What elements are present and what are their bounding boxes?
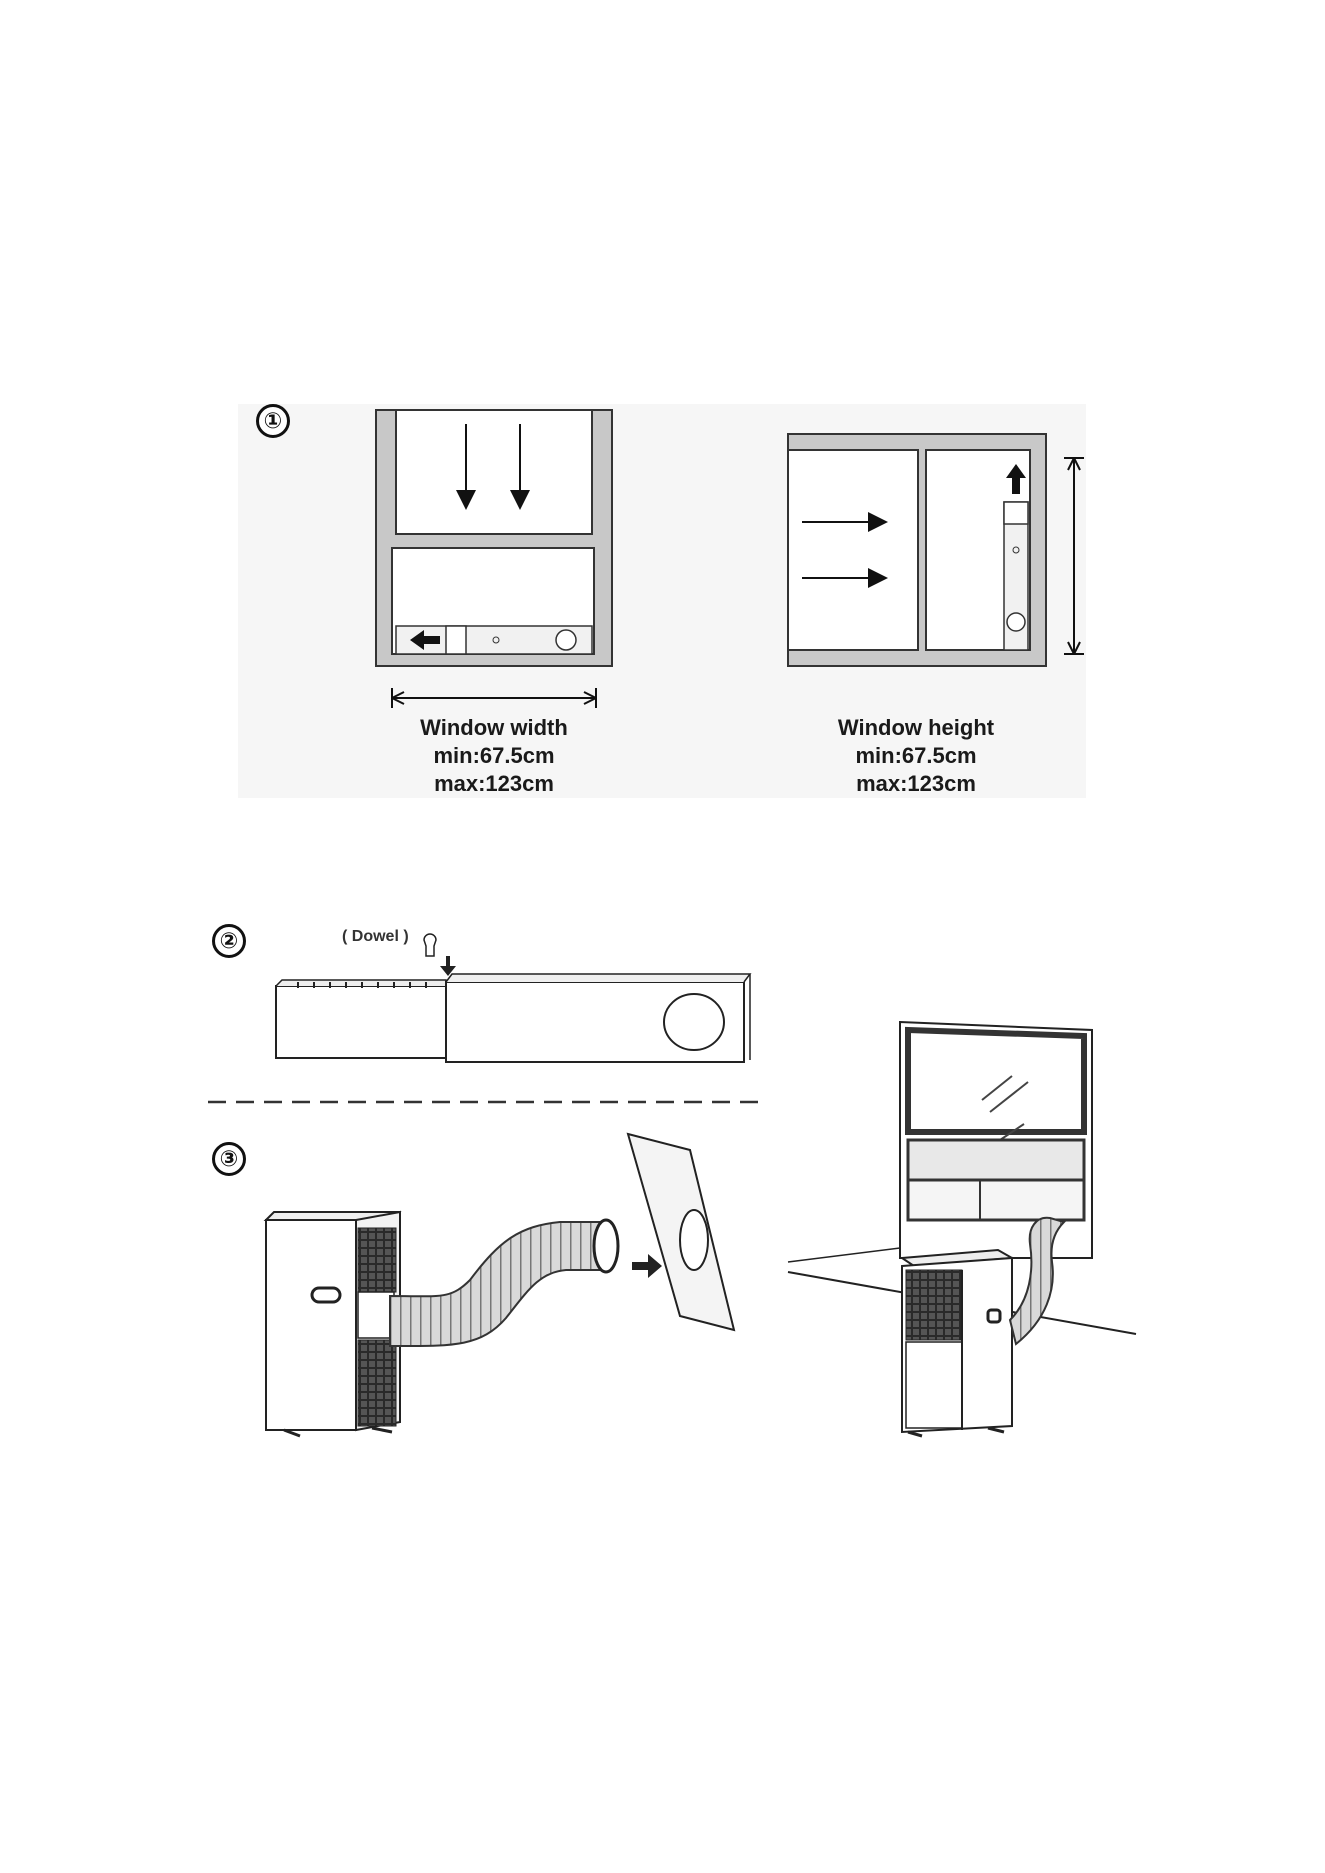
exhaust-hose-left	[390, 1220, 662, 1346]
window-panel-piece	[628, 1134, 734, 1330]
dowel-label: ( Dowel )	[342, 928, 409, 946]
portable-air-conditioner-left	[266, 1212, 400, 1436]
window-slider-kit	[276, 934, 750, 1062]
window-width-label: Window width min:67.5cm max:123cm	[364, 714, 624, 798]
portable-air-conditioner-right	[902, 1250, 1012, 1436]
window-width-max: max:123cm	[364, 770, 624, 798]
window-height-title: Window height	[786, 714, 1046, 742]
window-height-max: max:123cm	[786, 770, 1046, 798]
window-height-label: Window height min:67.5cm max:123cm	[786, 714, 1046, 798]
window-width-diagram	[376, 410, 612, 708]
window-width-title: Window width	[364, 714, 624, 742]
window-width-min: min:67.5cm	[364, 742, 624, 770]
window-height-diagram	[788, 434, 1084, 666]
window-height-min: min:67.5cm	[786, 742, 1046, 770]
